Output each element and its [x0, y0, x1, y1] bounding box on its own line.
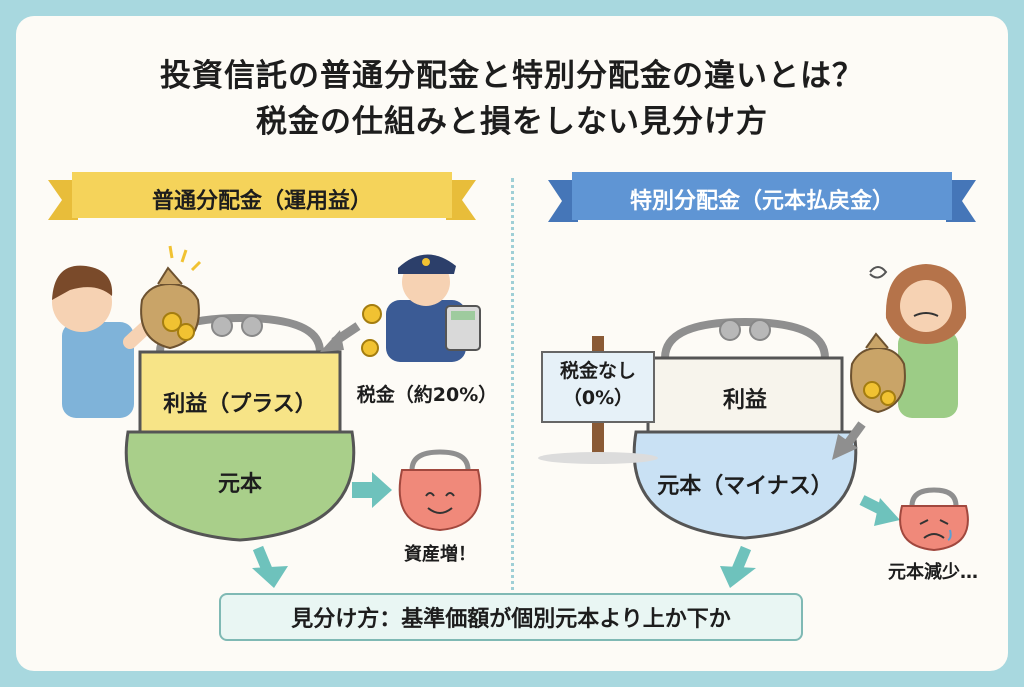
- tax-free-sign-label: 税金なし （0%）: [559, 360, 636, 409]
- asset-increase-label: 資産増！: [404, 544, 476, 565]
- arrow-payout-icon: [832, 421, 866, 460]
- right-banner: [548, 172, 976, 222]
- money-bag-woman-icon: [850, 332, 906, 414]
- right-principal-label: 元本（マイナス）: [657, 474, 833, 499]
- right-banner-label: 特別分配金（元本払戻金）: [629, 189, 894, 214]
- page-title-line2: 税金の仕組みと損をしない見分け方: [256, 104, 768, 140]
- arrow-tax-icon: [320, 322, 361, 352]
- summary-box: 見分け方：基準価額が個別元本より上か下か: [219, 593, 803, 641]
- left-purse: [124, 313, 356, 542]
- tax-free-sign: [538, 336, 658, 464]
- arrow-down-right-icon: [720, 545, 756, 588]
- money-bag-icon: [140, 266, 200, 350]
- arrow-down-left-icon: [252, 545, 288, 588]
- page-title-line1: 投資信託の普通分配金と特別分配金の違いとは？: [160, 58, 864, 94]
- tax-label: 税金（約20%）: [356, 384, 498, 406]
- woman-icon: [885, 264, 967, 418]
- arrow-right-2-icon: [859, 495, 900, 526]
- sparkle-icon: [168, 245, 202, 272]
- coin-icon: [361, 304, 382, 357]
- happy-purse-icon: [398, 449, 482, 532]
- left-banner: [48, 172, 476, 220]
- left-banner-label: 普通分配金（運用益）: [151, 189, 372, 214]
- left-principal-label: 元本: [217, 472, 262, 497]
- tax-officer-icon: [386, 254, 481, 362]
- section-divider: [511, 178, 514, 598]
- principal-decrease-label: 元本減少…: [888, 562, 978, 583]
- sad-purse-icon: [899, 487, 969, 552]
- arrow-right-icon: [352, 472, 392, 508]
- right-profit-label: 利益: [722, 388, 767, 413]
- confused-swirl-icon: [869, 266, 888, 279]
- left-profit-label: 利益（プラス）: [163, 392, 317, 417]
- man-icon: [52, 265, 163, 418]
- right-purse: [632, 317, 858, 540]
